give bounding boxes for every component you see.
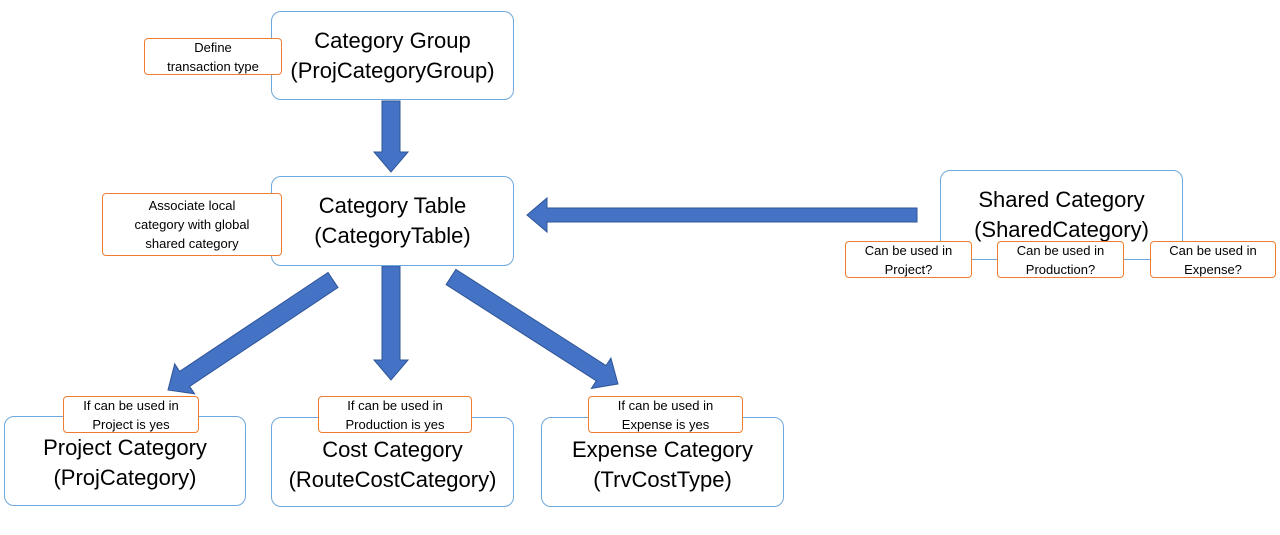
node-expense-category-subtitle: (TrvCostType) (593, 467, 732, 492)
note-line: Associate local (148, 198, 236, 213)
node-category-table: Category Table (CategoryTable) (271, 176, 514, 266)
note-line: transaction type (167, 58, 259, 74)
node-project-category-subtitle: (ProjCategory) (53, 465, 197, 490)
node-category-group-title: Category Group (314, 27, 471, 53)
note-if-expense-is-yes: If can be used in Expense is yes (588, 396, 743, 433)
note-line: shared category (145, 236, 239, 251)
note-line: If can be used in (83, 397, 179, 413)
note-line: Project is yes (92, 416, 170, 432)
node-category-group-subtitle: (ProjCategoryGroup) (290, 57, 495, 83)
node-category-table-title: Category Table (318, 193, 467, 218)
node-category-table-subtitle: (CategoryTable) (314, 223, 471, 248)
note-line: Project? (884, 261, 933, 277)
node-expense-category-title: Expense Category (572, 437, 753, 462)
node-project-category-title: Project Category (43, 435, 207, 460)
note-line: Production? (1025, 261, 1096, 277)
arrow-table-to-cost (372, 265, 410, 381)
node-shared-category-title: Shared Category (978, 187, 1145, 212)
node-cost-category-title: Cost Category (322, 437, 463, 462)
note-line: category with global (134, 217, 250, 232)
node-shared-category-subtitle: (SharedCategory) (974, 217, 1149, 242)
arrow-table-to-project (167, 271, 339, 395)
arrow-group-to-table (372, 100, 410, 173)
note-if-project-is-yes: If can be used in Project is yes (63, 396, 199, 433)
node-cost-category-subtitle: (RouteCostCategory) (288, 467, 497, 492)
note-line: Define (194, 39, 232, 55)
note-line: Expense is yes (621, 416, 710, 432)
note-if-production-is-yes: If can be used in Production is yes (318, 396, 472, 433)
note-define-transaction-type: Define transaction type (144, 38, 282, 75)
note-can-be-used-in-production: Can be used in Production? (997, 241, 1124, 278)
note-can-be-used-in-project: Can be used in Project? (845, 241, 972, 278)
note-associate-local-category: Associate local category with global sha… (102, 193, 282, 256)
arrow-shared-to-table (526, 196, 918, 234)
node-category-group: Category Group (ProjCategoryGroup) (271, 11, 514, 100)
note-line: Can be used in (1169, 242, 1257, 258)
note-line: Production is yes (345, 416, 445, 432)
node-project-category: Project Category (ProjCategory) (4, 416, 246, 506)
note-line: Can be used in (1016, 242, 1105, 258)
note-line: If can be used in (617, 397, 714, 413)
note-line: If can be used in (347, 397, 443, 413)
note-line: Expense? (1184, 261, 1242, 277)
note-can-be-used-in-expense: Can be used in Expense? (1150, 241, 1276, 278)
arrow-table-to-expense (445, 268, 619, 390)
note-line: Can be used in (864, 242, 953, 258)
